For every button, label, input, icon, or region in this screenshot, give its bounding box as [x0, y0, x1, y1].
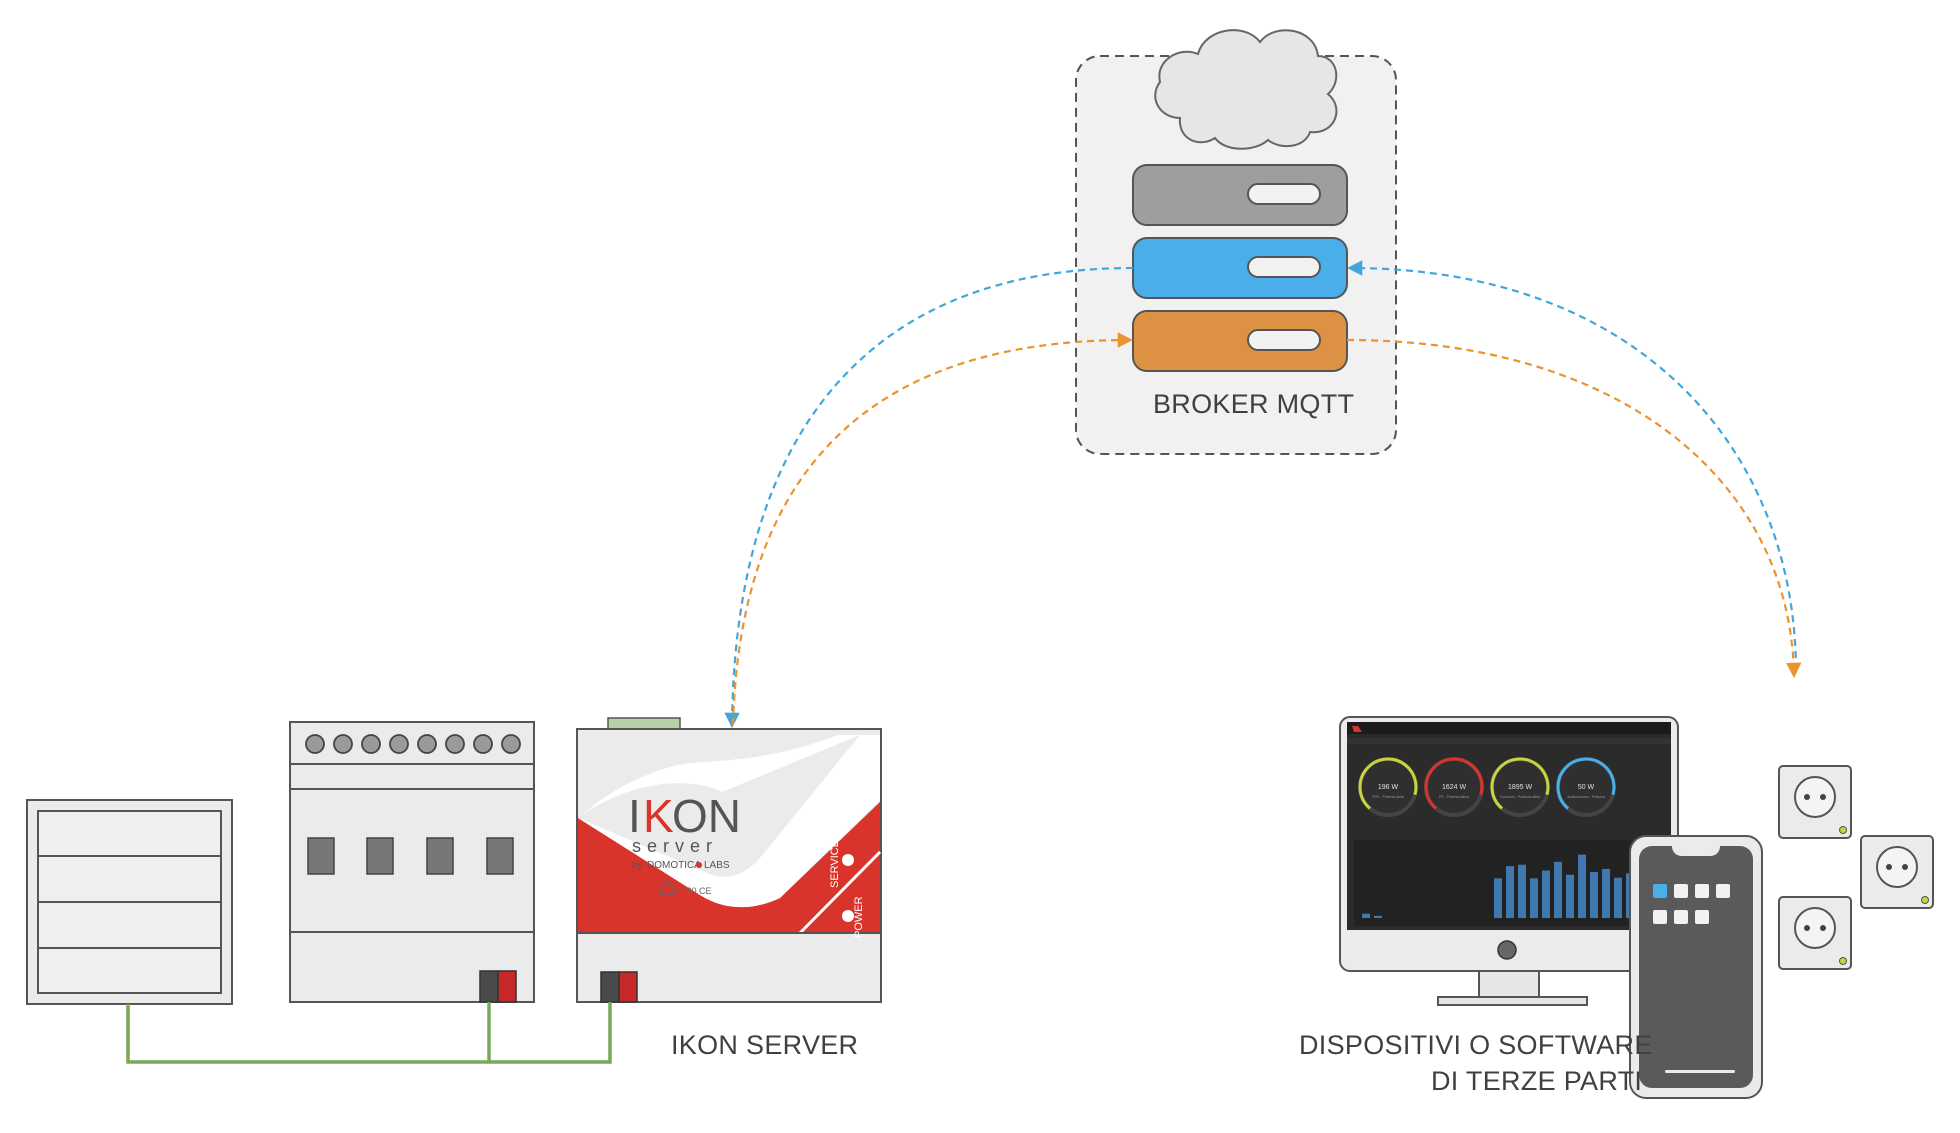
screw-terminal	[473, 734, 493, 754]
gauge-caption: Consumo - Potenza attiva	[1500, 795, 1540, 799]
ikon-logo-k: K	[643, 790, 674, 842]
knx-bus-connector	[479, 970, 517, 1003]
ikon-logo-on: ON	[672, 790, 741, 842]
gauge-caption: PVE - Potenza della	[1372, 795, 1403, 799]
screw-terminal	[305, 734, 325, 754]
gauge-value: 196 W	[1378, 784, 1399, 791]
ikon-server-device: I K ON server by DOMOTICA LABS IP20 CE S…	[576, 717, 882, 1003]
monitor-button	[1497, 940, 1517, 960]
screw-terminal	[389, 734, 409, 754]
dashboard-bar	[1494, 878, 1502, 918]
dashboard-bar	[1530, 878, 1538, 918]
gauge-caption: PF - Potenza attiva	[1439, 795, 1469, 799]
ikon-logo-sub: server	[632, 836, 718, 856]
server-unit-gray	[1132, 164, 1348, 226]
screw-terminal	[417, 734, 437, 754]
power-label: POWER	[853, 896, 865, 938]
flow-orange-server-to-broker	[731, 332, 1134, 726]
dashboard-bar	[1578, 854, 1586, 918]
gauge-arc	[1556, 757, 1616, 817]
dashboard-bar	[1542, 870, 1550, 918]
house-icon	[659, 880, 675, 896]
dashboard-bar	[1614, 877, 1622, 918]
dashboard-bar	[1590, 871, 1598, 918]
dashboard-bar	[1374, 915, 1382, 918]
screw-terminal	[445, 734, 465, 754]
screw-terminal	[501, 734, 521, 754]
smart-socket-icon	[1778, 765, 1852, 839]
power-led	[842, 910, 854, 922]
flow-blue-server-to-broker	[724, 266, 1134, 729]
knx-push-button-panel	[26, 799, 233, 1005]
ikon-maker-a: DOMOTICA	[647, 860, 701, 871]
flow-blue-devices-to-broker	[1346, 260, 1798, 671]
gauge-value: 50 W	[1578, 784, 1595, 791]
dashboard-bar	[1506, 866, 1514, 918]
ikon-maker-b: LABS	[704, 860, 730, 871]
ikon-server-label: IKON SERVER	[671, 1030, 859, 1060]
smart-socket-icon	[1860, 835, 1934, 909]
broker-mqtt-label: BROKER MQTT	[1153, 389, 1355, 419]
dashboard-bar	[1602, 869, 1610, 918]
ikon-bus-connector	[600, 971, 638, 1003]
server-unit-blue	[1132, 237, 1348, 299]
gauge-value: 1895 W	[1508, 784, 1533, 791]
dashboard-bar	[1554, 861, 1562, 918]
smart-socket-icon	[1778, 896, 1852, 970]
dashboard-bar	[1566, 874, 1574, 918]
knx-bus-wire	[126, 1002, 612, 1064]
third-party-label-line1: DISPOSITIVI O SOFTWARE	[1299, 1030, 1653, 1060]
ikon-by-text: by	[632, 860, 643, 871]
gauge-arc	[1490, 757, 1550, 817]
cert-mark: IP20 CE	[678, 886, 712, 896]
screw-terminal	[361, 734, 381, 754]
monitor-device: 196 W PVE - Potenza della 1624 W PF - Poten…	[1339, 716, 1679, 1006]
smartphone-device	[1629, 835, 1763, 1099]
ikon-logo-i: I	[628, 790, 641, 842]
cloud-icon	[1154, 29, 1338, 150]
flow-orange-broker-to-devices	[1346, 338, 1802, 679]
screw-terminal	[333, 734, 353, 754]
gauge-arc	[1358, 757, 1418, 817]
service-label: SERVICE	[829, 840, 841, 888]
gauge-arc	[1424, 757, 1484, 817]
service-led	[842, 854, 854, 866]
knx-actuator-module	[289, 721, 535, 1003]
gauge-caption: Autoconsumo - Potenza	[1567, 795, 1604, 799]
server-unit-orange	[1132, 310, 1348, 372]
maker-dot	[696, 862, 702, 868]
gauge-value: 1624 W	[1442, 784, 1467, 791]
dashboard-bar	[1362, 913, 1370, 918]
third-party-label-line2: DI TERZE PARTI	[1431, 1066, 1643, 1096]
dashboard-bar	[1518, 864, 1526, 918]
